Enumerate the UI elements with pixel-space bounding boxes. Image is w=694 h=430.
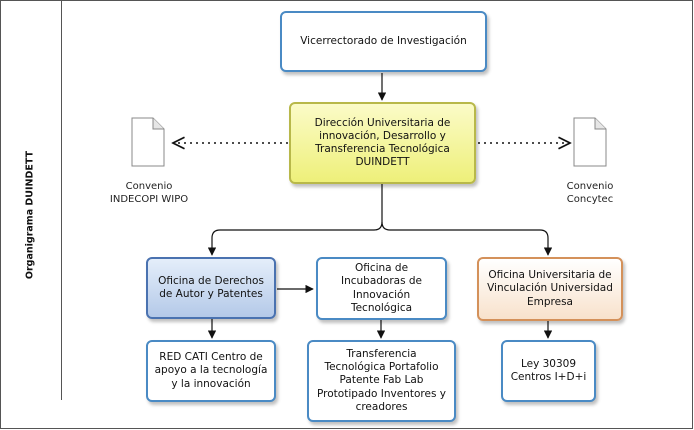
document-label-right: Convenio Concytec: [566, 181, 614, 205]
red-cati-box: RED CATI Centro de apoyo a la tecnología…: [146, 340, 276, 402]
oficina-incubadoras-box: Oficina de Incubadoras de Innovación Tec…: [316, 257, 447, 320]
direccion-box: Dirección Universitaria de innovación, D…: [289, 102, 476, 184]
lane-divider: [61, 0, 62, 400]
branch-left: [207, 221, 383, 256]
oficina-derechos-box: Oficina de Derechos de Autor y Patentes: [146, 257, 276, 319]
branch-right: [381, 221, 553, 256]
vicerrectorado-box: Vicerrectorado de Investigación: [280, 11, 487, 72]
oficina-vinculacion-box: Oficina Universitaria de Vinculación Uni…: [477, 257, 623, 321]
ley-box: Ley 30309 Centros I+D+i: [501, 340, 596, 402]
document-icon-right: [573, 117, 607, 167]
transferencia-box: Transferencia Tecnológica Portafolio Pat…: [307, 340, 456, 422]
document-label-left: Convenio INDECOPI WIPO: [109, 181, 189, 205]
document-icon-left: [131, 117, 165, 167]
